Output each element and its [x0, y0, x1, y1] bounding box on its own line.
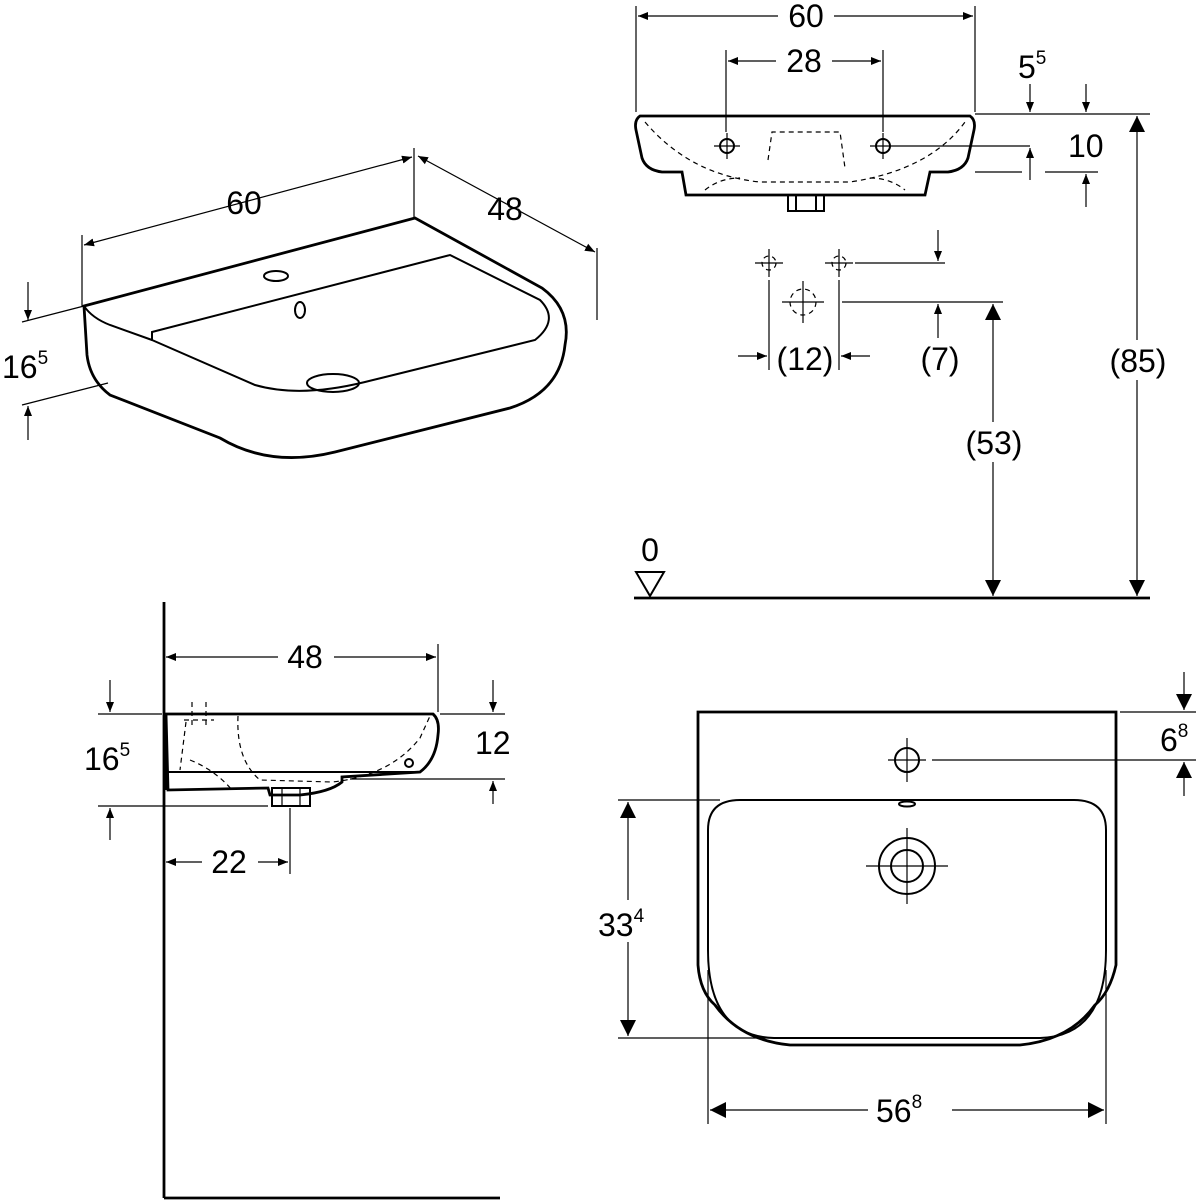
- drain-height-label: (53): [966, 425, 1023, 461]
- front-drain-spigot: [787, 194, 825, 212]
- iso-depth-dim-line: [417, 155, 596, 253]
- front-basin-outline: [634, 114, 976, 197]
- side-height-label: 165: [84, 740, 130, 777]
- top-tap-offset-label: 68: [1160, 721, 1188, 758]
- top-bowl-depth-label: 334: [598, 906, 645, 943]
- iso-height-ext-bottom: [21, 382, 109, 406]
- iso-drain-hole: [306, 373, 360, 393]
- top-tap-hole: [888, 738, 926, 782]
- iso-basin-outline: [82, 216, 568, 459]
- iso-width-label: 60: [226, 185, 262, 221]
- isometric-view: 60 48 165: [2, 148, 598, 459]
- front-rim-height-label: 10: [1068, 128, 1104, 164]
- iso-height-label: 165: [2, 348, 48, 385]
- supply-spacing-label: (12): [777, 341, 834, 377]
- iso-depth-label: 48: [487, 191, 523, 227]
- floor-level-triangle: [634, 571, 666, 598]
- top-bowl-outline: [707, 799, 1107, 1039]
- front-tap-hole-left: [714, 133, 740, 159]
- iso-tap-hole: [263, 270, 289, 282]
- floor-level-label: 0: [641, 532, 659, 568]
- supply-cross-left: [755, 249, 783, 277]
- side-drain-offset-label: 22: [211, 844, 247, 880]
- top-drain: [866, 828, 948, 904]
- iso-bowl-outline: [151, 253, 550, 392]
- side-basin-outline: [164, 712, 440, 797]
- side-bowl-hidden: [179, 715, 431, 783]
- top-overflow: [898, 800, 916, 808]
- iso-overflow-hole: [294, 301, 306, 319]
- front-view: 60 28 55 10: [634, 0, 1174, 600]
- front-tap-hole-right: [870, 133, 896, 159]
- front-tap-spacing-label: 28: [786, 43, 822, 79]
- side-view: 48 165 12 22: [84, 602, 511, 1200]
- side-depth-label: 48: [287, 639, 323, 675]
- iso-width-dim-line: [83, 155, 413, 247]
- front-bowl-hidden: [644, 121, 966, 183]
- iso-height-ext-top: [21, 305, 85, 323]
- side-drain-fitting: [271, 787, 311, 807]
- front-top-offset-label: 55: [1018, 48, 1046, 85]
- rim-floor-height-label: (85): [1110, 343, 1167, 379]
- supply-offset-label: (7): [920, 341, 959, 377]
- waste-cross: [782, 281, 824, 323]
- side-bowl-height-label: 12: [475, 725, 511, 761]
- front-width-label: 60: [788, 0, 824, 34]
- supply-cross-right: [825, 249, 853, 277]
- top-view: 68 334 568: [596, 672, 1196, 1130]
- top-bowl-width-label: 568: [876, 1092, 922, 1129]
- iso-rim-edge: [83, 305, 153, 341]
